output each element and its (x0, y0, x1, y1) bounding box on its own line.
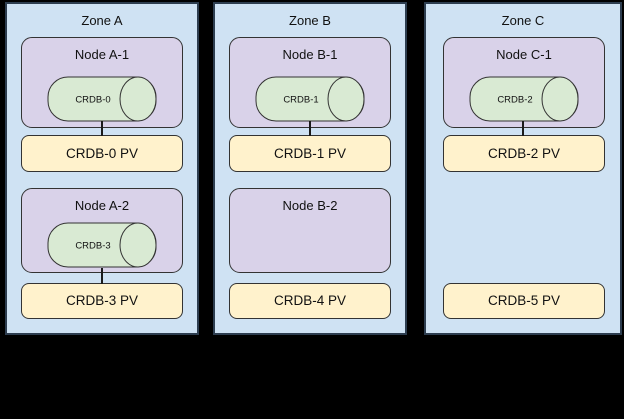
zone-c: Zone C Node C-1 CRDB-2 CRDB-2 PV CRDB-5 … (424, 2, 622, 335)
node-b1-label: Node B-1 (282, 47, 338, 62)
crdb-0-cylinder-icon: CRDB-0 (47, 76, 157, 122)
zone-c-label: Zone C (501, 13, 545, 28)
crdb-3-cylinder-icon: CRDB-3 (47, 222, 157, 268)
node-a1-label: Node A-1 (74, 47, 130, 62)
connector-line (101, 121, 103, 136)
connector-line (522, 121, 524, 136)
crdb-1-pv-box: CRDB-1 PV (229, 135, 391, 172)
node-b2: Node B-2 (229, 188, 391, 273)
crdb-2-pv-box: CRDB-2 PV (443, 135, 605, 172)
crdb-topology-diagram: Zone A Node A-1 CRDB-0 CRDB-0 PV Node A-… (5, 2, 622, 335)
node-c1-label: Node C-1 (496, 47, 552, 62)
crdb-1-cylinder-icon: CRDB-1 (255, 76, 365, 122)
node-b1: Node B-1 CRDB-1 (229, 37, 391, 128)
crdb-0-cylinder-label: CRDB-0 (75, 95, 110, 106)
node-a2: Node A-2 CRDB-3 (21, 188, 183, 273)
zone-a-label: Zone A (81, 13, 123, 28)
connector-line (309, 121, 311, 136)
crdb-3-cylinder-label: CRDB-3 (75, 241, 110, 252)
node-a1: Node A-1 CRDB-0 (21, 37, 183, 128)
node-a2-label: Node A-2 (74, 198, 130, 213)
crdb-2-cylinder-label: CRDB-2 (497, 95, 532, 106)
crdb-0-pv-box: CRDB-0 PV (21, 135, 183, 172)
crdb-1-cylinder-label: CRDB-1 (283, 95, 318, 106)
zone-b: Zone B Node B-1 CRDB-1 CRDB-1 PV Node B-… (213, 2, 407, 335)
crdb-4-pv-box: CRDB-4 PV (229, 283, 391, 319)
crdb-5-pv-box: CRDB-5 PV (443, 283, 605, 319)
crdb-3-pv-box: CRDB-3 PV (21, 283, 183, 319)
connector-line (101, 268, 103, 284)
crdb-2-cylinder-icon: CRDB-2 (469, 76, 579, 122)
node-c1: Node C-1 CRDB-2 (443, 37, 605, 128)
zone-b-label: Zone B (289, 13, 331, 28)
zone-a: Zone A Node A-1 CRDB-0 CRDB-0 PV Node A-… (5, 2, 199, 335)
node-b2-label: Node B-2 (282, 198, 338, 213)
